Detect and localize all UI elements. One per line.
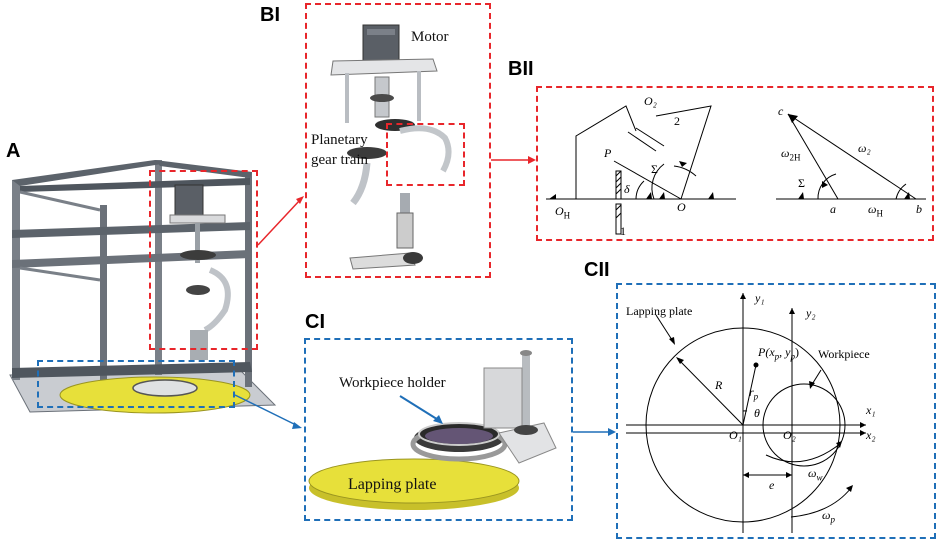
cii-omega-p-sub: p	[830, 514, 835, 525]
cii-y1-label: y₁	[755, 291, 765, 305]
panel-label-cii: CII	[584, 259, 610, 281]
lapping-plate-label: Lapping plate	[348, 476, 437, 493]
cii-x2-label: x₂	[866, 428, 876, 442]
cii-omega-p-main: ω	[822, 508, 831, 522]
bii-p-label: P	[604, 146, 612, 160]
planetary-gear-train-label-line1: Planetary	[311, 132, 368, 148]
panel-label-a: A	[6, 140, 21, 162]
bii-oh-label: OH	[555, 204, 570, 220]
panel-bii-gear-schematic	[546, 105, 926, 235]
planetary-gear-train-label-line2: gear train	[311, 152, 369, 168]
panel-label-bii: BII	[508, 58, 534, 80]
cii-p-coord-sub1: p	[774, 351, 780, 362]
panel-label-ci: CI	[305, 311, 325, 333]
bii-omegah-sub: H	[876, 208, 883, 219]
cii-omega-p-label: ωp	[822, 508, 835, 524]
cii-o2-label: O₂	[783, 428, 796, 442]
panel-ci-plate-illustration	[308, 350, 557, 510]
bii-a-label: a	[830, 202, 836, 216]
cii-x1-label: x₁	[866, 403, 876, 417]
cii-workpiece-label: Workpiece	[818, 347, 870, 361]
bii-omega2h-sub: 2H	[789, 152, 801, 163]
panel-a-drive-highlight	[149, 170, 258, 350]
cii-omega-w-label: ωw	[808, 466, 823, 482]
bii-o2-label: O₂	[644, 94, 657, 108]
bii-omegah-main: ω	[868, 202, 877, 216]
bii-delta-label: δ	[624, 182, 630, 196]
workpiece-holder-label: Workpiece holder	[339, 375, 446, 391]
cii-p-coord-sub2: p	[790, 351, 795, 362]
cii-theta-label: θ	[754, 406, 760, 420]
motor-label: Motor	[411, 29, 449, 45]
cii-rp-main: r	[749, 385, 754, 399]
bii-omega2h-label: ω2H	[781, 146, 800, 162]
cii-p-coord-label: P(xp, yp)	[758, 345, 799, 361]
cii-rp-label: rp	[749, 385, 758, 401]
cii-p-coord-tail: )	[794, 345, 799, 359]
panel-cii-kinematics-diagram	[626, 293, 866, 533]
arrow-a-to-ci	[234, 394, 297, 426]
panel-bi-frame	[305, 3, 491, 278]
bii-b-label: b	[916, 202, 922, 216]
arrow-bi-to-bii-head	[528, 156, 536, 164]
panel-bi-drive-illustration	[330, 24, 452, 270]
cii-rp-sub: p	[753, 391, 759, 402]
panel-bi-planetary-highlight	[386, 123, 465, 186]
bii-oh-sub: H	[563, 210, 571, 221]
cii-omega-w-sub: w	[816, 472, 823, 483]
bii-omega2-label: ω₂	[858, 141, 871, 155]
bii-sigma2-label: Σ	[798, 176, 805, 190]
cii-e-label: e	[769, 478, 775, 492]
panel-bii-frame	[536, 86, 934, 241]
bii-oh-main: O	[555, 204, 564, 218]
cii-lapping-plate-label: Lapping plate	[626, 304, 693, 318]
arrow-ci-to-cii-head	[608, 428, 616, 436]
cii-p-coord-mid: , y	[779, 345, 791, 359]
panel-ci-frame	[304, 338, 573, 521]
cii-omega-w-main: ω	[808, 466, 817, 480]
panel-a-plate-highlight	[37, 360, 235, 408]
bii-sigma-label: Σ	[651, 162, 658, 176]
arrow-a-to-bi-head	[296, 196, 304, 204]
cii-p-coord-head: P(x	[758, 345, 775, 359]
bii-omegah-label: ωH	[868, 202, 883, 218]
arrow-a-to-bi	[257, 199, 301, 246]
bii-num2-label: 2	[674, 114, 680, 128]
cii-o1-label: O₁	[729, 428, 742, 442]
bii-c-label: c	[778, 104, 784, 118]
workpiece-holder-arrow	[399, 395, 443, 424]
bii-o-label: O	[677, 200, 686, 214]
bii-omega2h-main: ω	[781, 146, 790, 160]
bii-num1-label: 1	[620, 224, 626, 238]
cii-r-label: R	[715, 378, 723, 392]
panel-label-bi: BI	[260, 4, 280, 26]
panel-a-machine-illustration	[9, 160, 277, 414]
arrow-a-to-ci-head	[292, 422, 302, 429]
cii-y2-label: y₂	[806, 306, 816, 320]
panel-cii-frame	[616, 283, 936, 539]
